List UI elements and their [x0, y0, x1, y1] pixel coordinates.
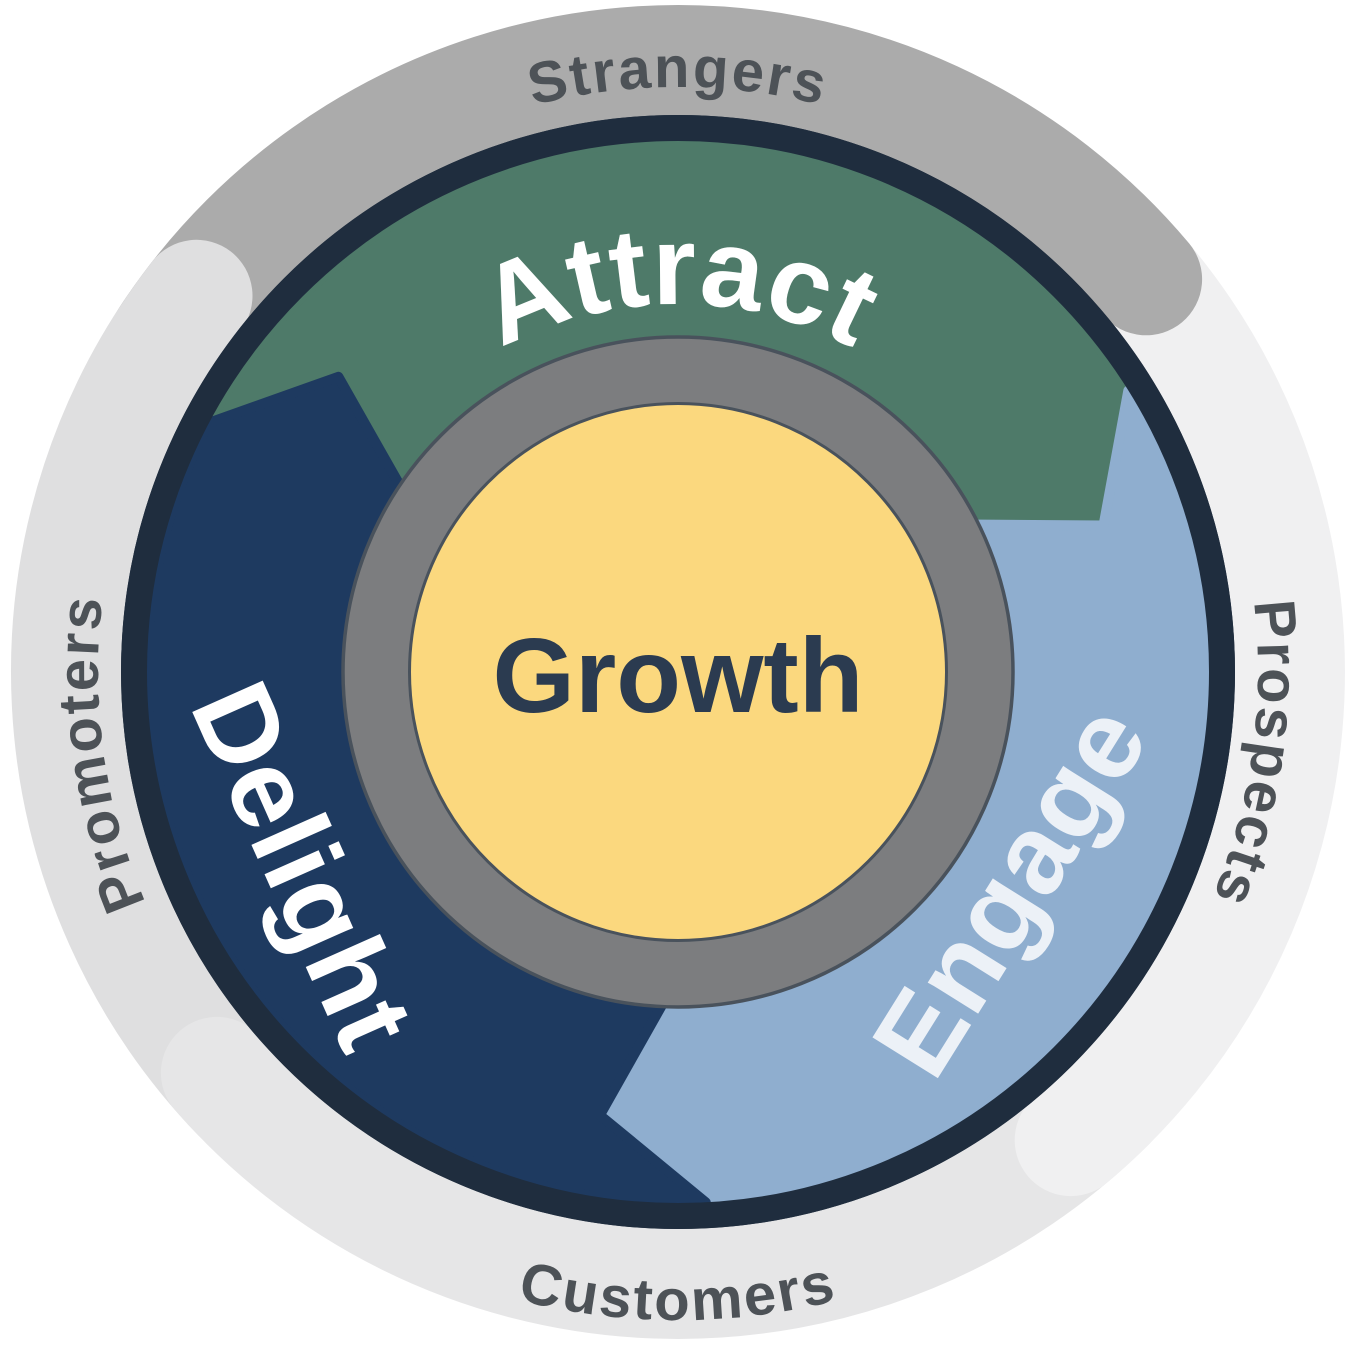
- outer-ring-arc-promoters-endcap: [98, 239, 253, 414]
- outer-ring-arc-strangers: [109, 5, 1203, 396]
- outer-ring-arc-promoters: [11, 239, 295, 1153]
- flywheel-outline-ring: [121, 115, 1235, 1229]
- growth-circle: [410, 404, 946, 940]
- outer-ring-arc-customers: [160, 1016, 1166, 1339]
- hub-ring-outer-edge: [341, 335, 1015, 1009]
- hub-ring-inner-edge: [408, 402, 948, 942]
- label-growth: Growth: [493, 617, 864, 735]
- outer-ring-arc-prospects: [1014, 184, 1345, 1197]
- hub-ring: [344, 338, 1012, 1006]
